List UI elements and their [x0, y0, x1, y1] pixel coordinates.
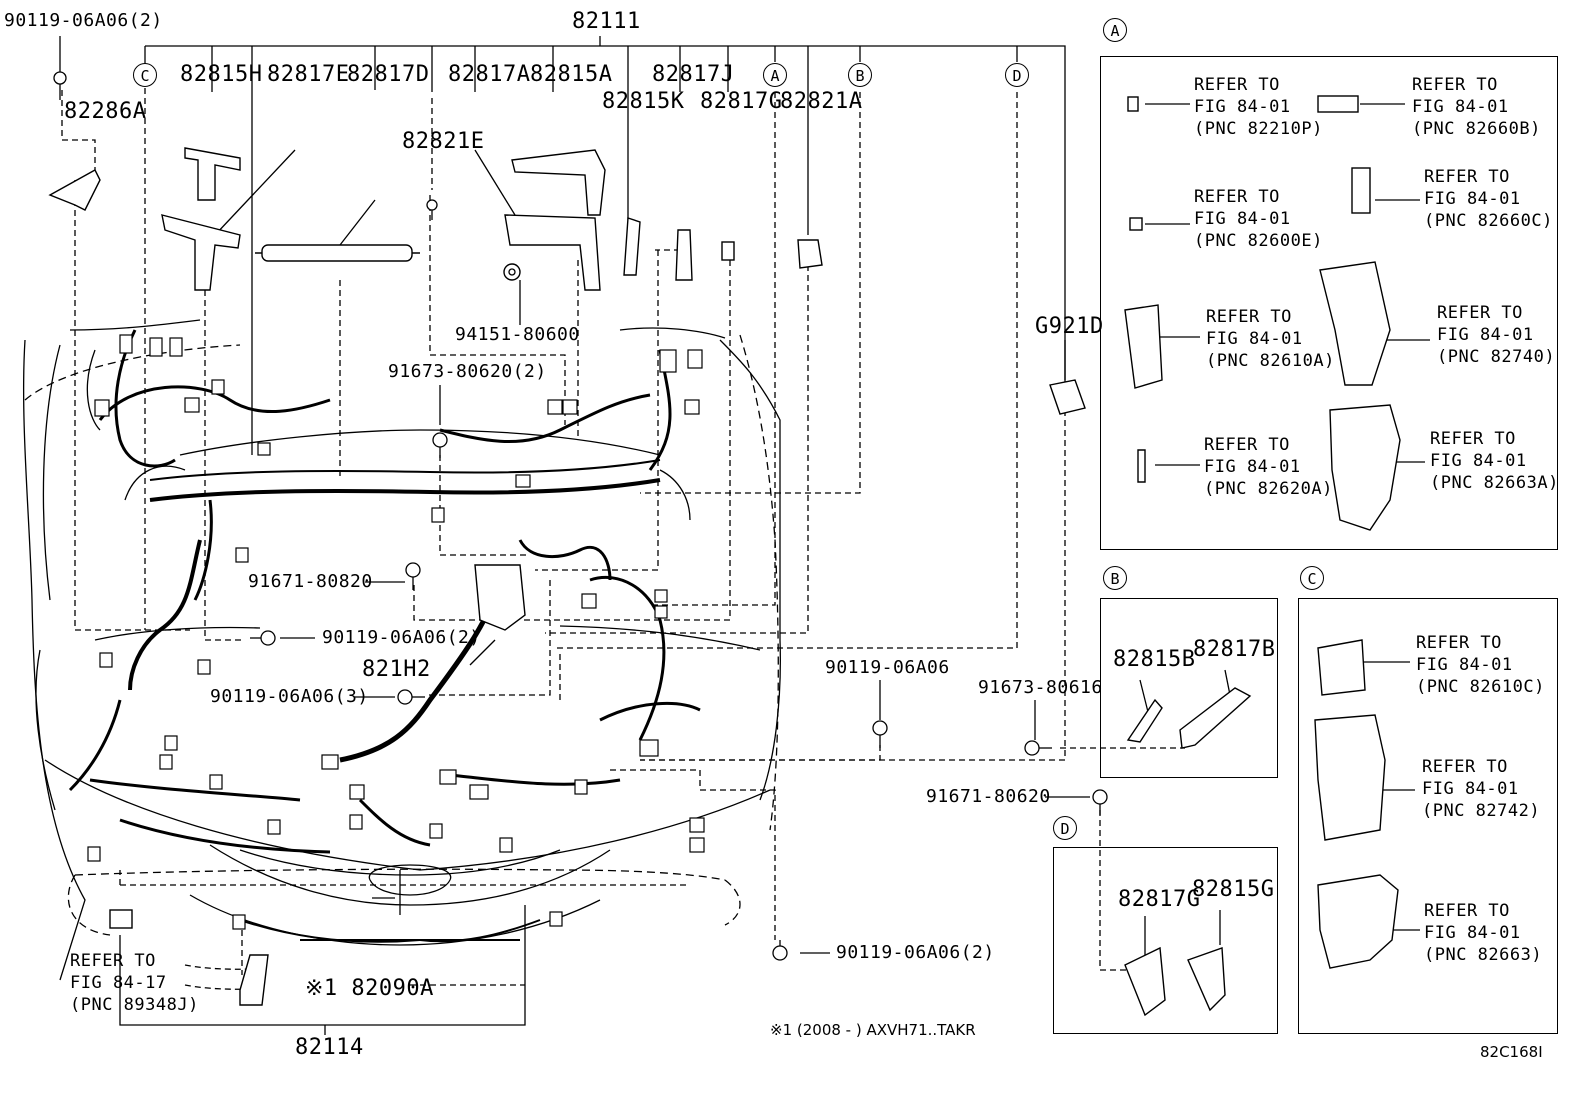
ref-89348j: REFER TO FIG 84-17 (PNC 89348J) — [70, 951, 199, 1015]
part-82286a: 82286A — [64, 99, 147, 124]
part-91671-80620: 91671-80620 — [926, 786, 1051, 807]
callout-b-main: B — [848, 63, 872, 87]
part-82817d: 82817D — [347, 62, 430, 87]
part-91673-80620-2: 91673-80620(2) — [388, 361, 547, 382]
part-821h2: 821H2 — [362, 657, 431, 682]
harness-bracket-line — [145, 45, 1066, 395]
panel-a-ref-82660c: REFER TO FIG 84-01 (PNC 82660C) — [1424, 167, 1553, 231]
part-94151-80600: 94151-80600 — [455, 324, 580, 345]
harness-82114-label: 82114 — [295, 1035, 364, 1060]
panel-c-ref-82610c: REFER TO FIG 84-01 (PNC 82610C) — [1416, 633, 1545, 697]
panel-a — [1100, 56, 1558, 550]
part-82815h: 82815H — [180, 62, 263, 87]
part-82817a: 82817A — [448, 62, 531, 87]
part-82815k: 82815K — [602, 89, 685, 114]
panel-c-ref-82742: REFER TO FIG 84-01 (PNC 82742) — [1422, 757, 1541, 821]
panel-a-ref-82620a: REFER TO FIG 84-01 (PNC 82620A) — [1204, 435, 1333, 499]
part-82817g: 82817G — [700, 89, 783, 114]
callout-d-main: D — [1005, 63, 1029, 87]
part-82815g-panel: 82815G — [1192, 877, 1275, 902]
applicability-note: ※1 (2008 - ) AXVH71..TAKR — [770, 1021, 976, 1039]
panel-a-ref-82660b: REFER TO FIG 84-01 (PNC 82660B) — [1412, 75, 1541, 139]
part-91673-80616: 91673-80616 — [978, 677, 1103, 698]
part-82821e: 82821E — [402, 129, 485, 154]
part-82090a: ※1 82090A — [305, 976, 434, 1001]
callout-c-panel: C — [1300, 566, 1324, 590]
part-90119-06a06-2-top: 90119-06A06(2) — [4, 10, 163, 31]
panel-d — [1053, 847, 1278, 1034]
panel-c — [1298, 598, 1558, 1034]
callout-d-panel: D — [1053, 816, 1077, 840]
part-g921d: G921D — [1035, 314, 1104, 339]
panel-a-ref-82663a: REFER TO FIG 84-01 (PNC 82663A) — [1430, 429, 1559, 493]
part-90119-06a06-3: 90119-06A06(3) — [210, 686, 369, 707]
panel-a-ref-82600e: REFER TO FIG 84-01 (PNC 82600E) — [1194, 187, 1323, 251]
part-82817b: 82817B — [1193, 637, 1276, 662]
harness-82111-label: 82111 — [572, 9, 641, 34]
callout-a-main: A — [763, 63, 787, 87]
part-82821a: 82821A — [780, 89, 863, 114]
callout-a-panel: A — [1103, 18, 1127, 42]
part-90119-06a06-right: 90119-06A06 — [825, 657, 950, 678]
part-91671-80820: 91671-80820 — [248, 571, 373, 592]
part-82815a: 82815A — [530, 62, 613, 87]
panel-b — [1100, 598, 1278, 778]
diagram-code: 82C168I — [1480, 1043, 1543, 1061]
part-90119-06a06-2-bot: 90119-06A06(2) — [836, 942, 995, 963]
callout-c-main: C — [133, 63, 157, 87]
panel-a-ref-82210p: REFER TO FIG 84-01 (PNC 82210P) — [1194, 75, 1323, 139]
part-82817e: 82817E — [267, 62, 350, 87]
panel-c-ref-82663: REFER TO FIG 84-01 (PNC 82663) — [1424, 901, 1543, 965]
panel-a-ref-82610a: REFER TO FIG 84-01 (PNC 82610A) — [1206, 307, 1335, 371]
part-90119-06a06-2-mid: 90119-06A06(2) — [322, 627, 481, 648]
panel-a-ref-82740: REFER TO FIG 84-01 (PNC 82740) — [1437, 303, 1556, 367]
part-82815b: 82815B — [1113, 647, 1196, 672]
callout-b-panel: B — [1103, 566, 1127, 590]
part-82817g-panel: 82817G — [1118, 887, 1201, 912]
part-82817j: 82817J — [652, 62, 735, 87]
